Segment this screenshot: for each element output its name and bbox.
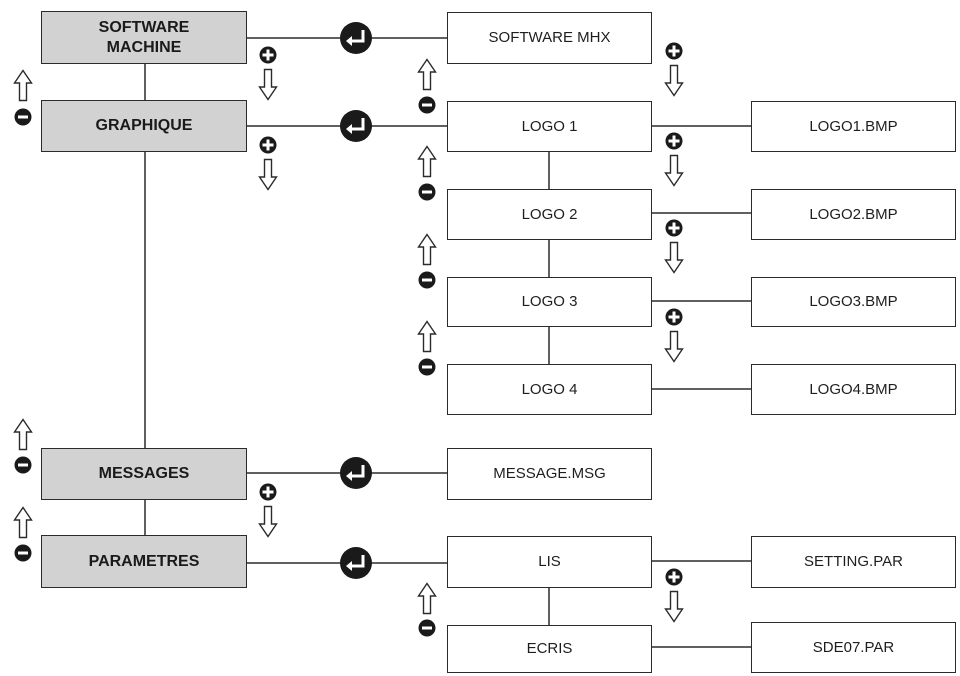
arrow-up-icon	[417, 233, 437, 266]
menu-box-parametres: PARAMETRES	[41, 535, 247, 588]
menu-label-parametres: PARAMETRES	[88, 552, 200, 570]
minus-icon	[14, 456, 32, 474]
minus-icon	[418, 358, 436, 376]
file-box-sde07-par: SDE07.PAR	[751, 622, 956, 673]
plus-icon	[665, 42, 683, 60]
file-box-logo3: LOGO 3	[447, 277, 652, 327]
file-box-logo1-bmp: LOGO1.BMP	[751, 101, 956, 152]
arrow-up-icon	[13, 418, 33, 451]
plus-icon	[665, 219, 683, 237]
file-label-logo4-bmp: LOGO4.BMP	[809, 380, 898, 398]
minus-icon	[418, 183, 436, 201]
arrow-down-icon	[664, 330, 684, 363]
file-label-logo4: LOGO 4	[521, 380, 578, 398]
minus-icon	[418, 96, 436, 114]
minus-icon	[418, 619, 436, 637]
file-label-logo3: LOGO 3	[521, 293, 578, 310]
menu-box-software-machine: SOFTWARE MACHINE	[41, 11, 247, 64]
plus-icon	[665, 132, 683, 150]
enter-key-icon	[340, 110, 372, 142]
enter-key-icon	[340, 22, 372, 54]
arrow-up-icon	[13, 69, 33, 102]
arrow-down-icon	[258, 505, 278, 538]
plus-icon	[259, 483, 277, 501]
menu-label-messages: MESSAGES	[98, 465, 190, 482]
menu-box-graphique: GRAPHIQUE	[41, 100, 247, 152]
arrow-up-icon	[417, 58, 437, 91]
menu-label-graphique: GRAPHIQUE	[95, 117, 193, 134]
minus-icon	[14, 108, 32, 126]
file-label-logo2-bmp: LOGO2.BMP	[809, 205, 898, 223]
arrow-down-icon	[664, 590, 684, 623]
file-label-lis: LIS	[538, 553, 561, 570]
file-label-sde07-par: SDE07.PAR	[812, 638, 895, 656]
file-label-logo3-bmp: LOGO3.BMP	[809, 293, 898, 310]
file-label-logo1-bmp: LOGO1.BMP	[809, 117, 898, 135]
arrow-up-icon	[417, 320, 437, 353]
menu-box-messages: MESSAGES	[41, 448, 247, 500]
arrow-down-icon	[664, 154, 684, 187]
arrow-down-icon	[664, 241, 684, 274]
file-label-ecris: ECRIS	[526, 640, 573, 657]
file-box-software-mhx: SOFTWARE MHX	[447, 12, 652, 64]
enter-key-icon	[340, 457, 372, 489]
arrow-down-icon	[664, 64, 684, 97]
file-box-logo1: LOGO 1	[447, 101, 652, 152]
minus-icon	[418, 271, 436, 289]
arrow-up-icon	[13, 506, 33, 539]
plus-icon	[259, 136, 277, 154]
enter-key-icon	[340, 547, 372, 579]
file-label-message-msg: MESSAGE.MSG	[493, 465, 606, 482]
plus-icon	[665, 308, 683, 326]
file-label-logo1: LOGO 1	[521, 117, 578, 135]
file-box-ecris: ECRIS	[447, 625, 652, 673]
menu-label-software-machine: SOFTWARE MACHINE	[98, 18, 190, 56]
plus-icon	[259, 46, 277, 64]
file-box-setting-par: SETTING.PAR	[751, 536, 956, 588]
file-box-logo2-bmp: LOGO2.BMP	[751, 189, 956, 240]
file-box-logo4-bmp: LOGO4.BMP	[751, 364, 956, 415]
minus-icon	[14, 544, 32, 562]
file-label-software-mhx: SOFTWARE MHX	[488, 29, 611, 46]
arrow-up-icon	[417, 582, 437, 615]
plus-icon	[665, 568, 683, 586]
file-box-logo4: LOGO 4	[447, 364, 652, 415]
file-label-setting-par: SETTING.PAR	[804, 553, 903, 570]
arrow-down-icon	[258, 158, 278, 191]
file-label-logo2: LOGO 2	[521, 205, 578, 223]
file-box-message-msg: MESSAGE.MSG	[447, 448, 652, 500]
file-box-logo2: LOGO 2	[447, 189, 652, 240]
file-box-logo3-bmp: LOGO3.BMP	[751, 277, 956, 327]
file-box-lis: LIS	[447, 536, 652, 588]
arrow-up-icon	[417, 145, 437, 178]
arrow-down-icon	[258, 68, 278, 101]
